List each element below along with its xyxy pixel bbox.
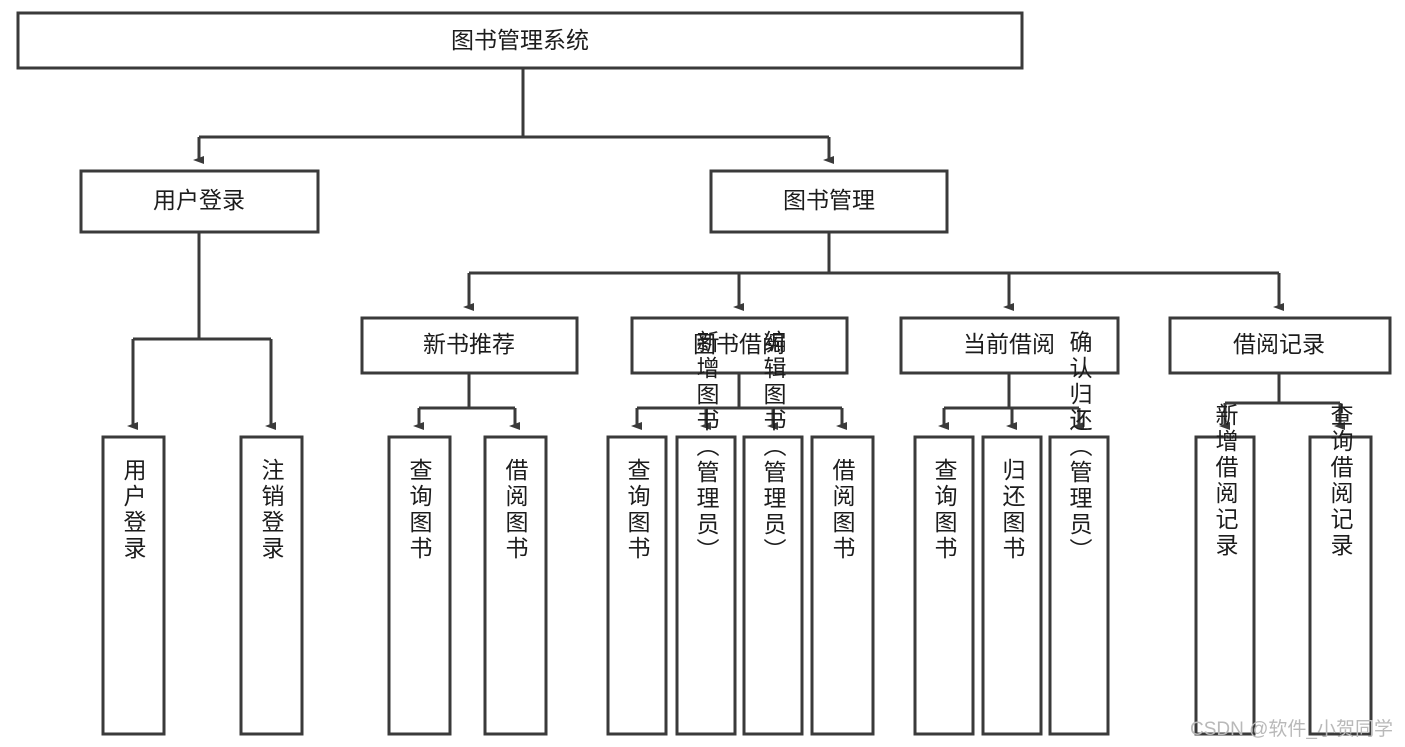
node-book-manage[interactable]: 图书管理	[709, 169, 949, 234]
node-leaf-logout[interactable]: 注销登录	[239, 435, 304, 736]
node-root-label: 图书管理系统	[451, 27, 589, 53]
node-leaf-edit-book-box[interactable]	[742, 435, 804, 736]
node-borrow-record[interactable]: 借阅记录	[1168, 316, 1392, 375]
node-leaf-user-login-box[interactable]	[101, 435, 166, 736]
node-leaf-query-book-rec-box[interactable]	[387, 435, 452, 736]
node-user-login-label: 用户登录	[153, 187, 245, 213]
node-user-login-box[interactable]	[79, 169, 320, 234]
node-leaf-query-record-label: 查询借阅记录	[1327, 403, 1354, 559]
node-book-manage-label: 图书管理	[783, 187, 875, 213]
node-user-login[interactable]: 用户登录	[79, 169, 320, 234]
node-leaf-query-book-current-box[interactable]	[913, 435, 975, 736]
node-layer: 图书管理系统 用户登录 图书管理 新书推荐 图书借阅 当前	[16, 11, 1392, 736]
node-leaf-confirm-return[interactable]: 确认归还（管理员）	[1048, 330, 1110, 736]
node-current-borrow-label: 当前借阅	[963, 331, 1055, 357]
node-borrow-record-label: 借阅记录	[1233, 331, 1325, 357]
node-leaf-borrow-book[interactable]: 借阅图书	[810, 435, 875, 736]
node-leaf-add-record[interactable]: 新增借阅记录	[1194, 403, 1256, 736]
node-leaf-borrow-book-rec-box[interactable]	[483, 435, 548, 736]
node-leaf-edit-book[interactable]: 编辑图书（管理员）	[742, 330, 804, 736]
node-leaf-edit-book-label: 编辑图书（管理员）	[760, 330, 787, 564]
csdn-watermark: CSDN @软件_小贺同学	[1190, 719, 1393, 740]
node-new-book-rec-label: 新书推荐	[423, 331, 515, 357]
node-root[interactable]: 图书管理系统	[16, 11, 1024, 70]
node-leaf-query-book-rec[interactable]: 查询图书	[387, 435, 452, 736]
node-leaf-borrow-book-box[interactable]	[810, 435, 875, 736]
node-leaf-query-book-current-label: 查询图书	[931, 458, 958, 562]
node-leaf-query-book-current[interactable]: 查询图书	[913, 435, 975, 736]
node-leaf-add-record-label: 新增借阅记录	[1212, 403, 1239, 559]
node-book-borrow-label: 图书借阅	[693, 331, 785, 357]
node-leaf-query-book-borrow-box[interactable]	[606, 435, 668, 736]
node-leaf-add-record-box[interactable]	[1194, 435, 1256, 736]
node-leaf-return-book-box[interactable]	[981, 435, 1043, 736]
node-leaf-borrow-book-rec[interactable]: 借阅图书	[483, 435, 548, 736]
node-leaf-confirm-return-box[interactable]	[1048, 435, 1110, 736]
node-leaf-add-book-label: 新增图书（管理员）	[693, 330, 720, 564]
node-leaf-borrow-book-label: 借阅图书	[829, 458, 856, 562]
node-leaf-borrow-book-rec-label: 借阅图书	[502, 458, 529, 562]
node-leaf-query-record[interactable]: 查询借阅记录	[1308, 403, 1373, 736]
node-leaf-query-book-rec-label: 查询图书	[406, 458, 433, 562]
node-current-borrow-box[interactable]	[899, 316, 1120, 375]
node-new-book-rec-box[interactable]	[360, 316, 579, 375]
node-book-borrow-box[interactable]	[630, 316, 849, 375]
node-leaf-confirm-return-label: 确认归还（管理员）	[1066, 330, 1093, 564]
node-leaf-query-record-box[interactable]	[1308, 435, 1373, 736]
node-current-borrow[interactable]: 当前借阅	[899, 316, 1120, 375]
connector-layer	[127, 68, 1345, 430]
node-leaf-query-book-borrow[interactable]: 查询图书	[606, 435, 668, 736]
node-leaf-return-book[interactable]: 归还图书	[981, 435, 1043, 736]
node-leaf-add-book-box[interactable]	[675, 435, 737, 736]
node-new-book-rec[interactable]: 新书推荐	[360, 316, 579, 375]
node-borrow-record-box[interactable]	[1168, 316, 1392, 375]
node-leaf-return-book-label: 归还图书	[999, 458, 1026, 562]
node-leaf-user-login-label: 用户登录	[120, 458, 147, 562]
node-leaf-query-book-borrow-label: 查询图书	[624, 458, 651, 562]
node-leaf-user-login[interactable]: 用户登录	[101, 435, 166, 736]
node-book-manage-box[interactable]	[709, 169, 949, 234]
node-book-borrow[interactable]: 图书借阅	[630, 316, 849, 375]
node-leaf-logout-label: 注销登录	[258, 458, 285, 562]
node-leaf-logout-box[interactable]	[239, 435, 304, 736]
node-leaf-add-book[interactable]: 新增图书（管理员）	[675, 330, 737, 736]
node-root-box[interactable]	[16, 11, 1024, 70]
